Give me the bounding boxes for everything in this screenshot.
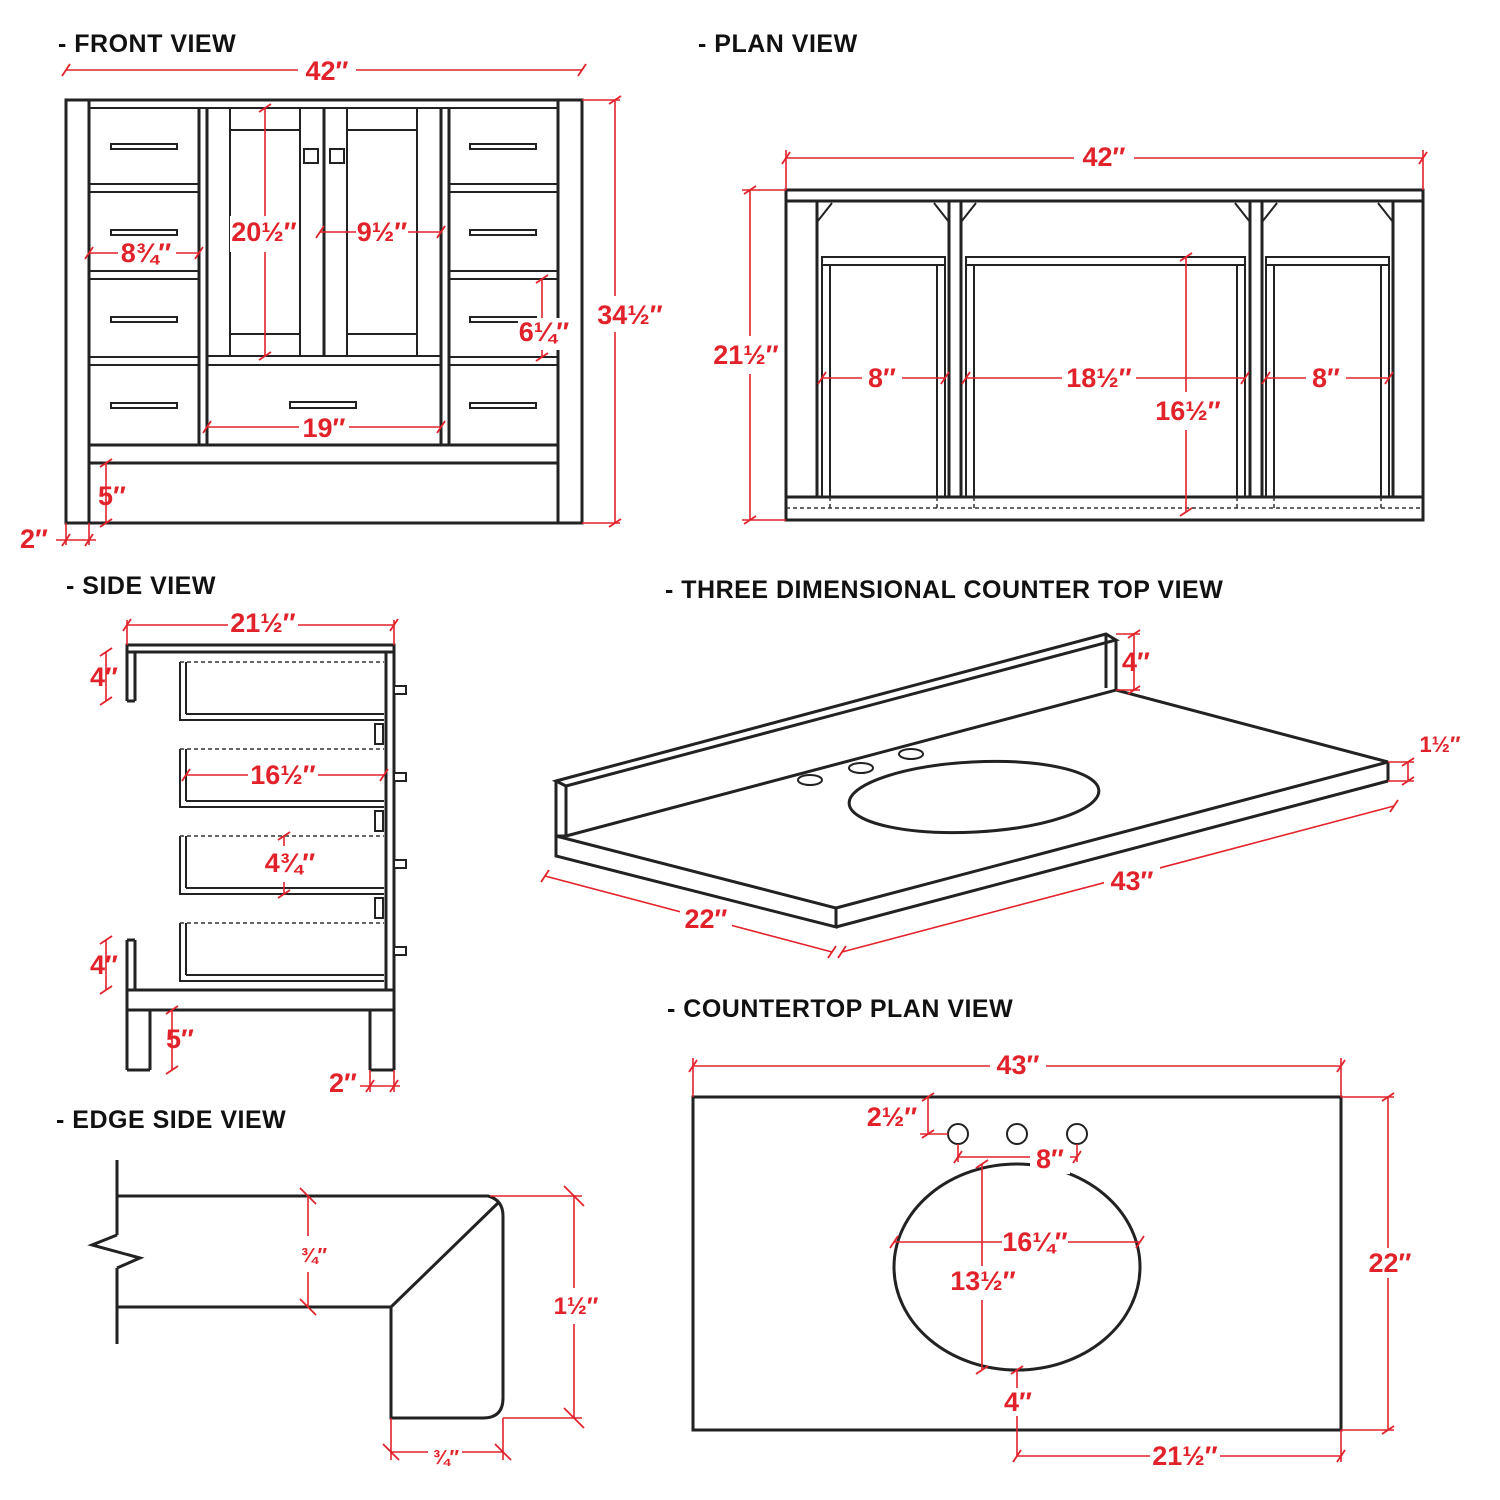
front-view-drawing	[64, 98, 584, 525]
faucet-spread-label: 8″	[1036, 1144, 1064, 1174]
front-view-dimensions	[56, 63, 622, 547]
three-d-view-title: - THREE DIMENSIONAL COUNTER TOP VIEW	[665, 576, 1223, 604]
edge-top-thickness-label: ¾″	[301, 1245, 328, 1267]
side-view-drawing	[125, 643, 407, 1072]
faucet-setback-label: 2½″	[867, 1102, 918, 1132]
edge-view-dimensions	[299, 1185, 585, 1461]
edge-height-label: 1½″	[554, 1293, 599, 1320]
plan-left-opening-label: 8″	[868, 363, 896, 393]
three-d-countertop-dimensions	[540, 629, 1415, 959]
plan-top-depth-label: 22″	[1369, 1248, 1412, 1278]
counter-thickness-label: 1½″	[1419, 732, 1461, 757]
plan-center-opening-label: 18½″	[1066, 363, 1132, 393]
plan-depth-label: 21½″	[713, 340, 779, 370]
front-view-title: - FRONT VIEW	[58, 30, 236, 58]
front-height-label: 34½″	[597, 300, 663, 330]
side-leg-width-label: 2″	[329, 1068, 357, 1098]
side-view-title: - SIDE VIEW	[66, 572, 216, 600]
bowl-depth-label: 13½″	[950, 1266, 1016, 1296]
edge-view-drawing	[87, 1160, 505, 1420]
countertop-plan-labels: 43″ 22″ 2½″ 8″ 16¼″ 13½″ 4″ 21½″	[867, 1050, 1416, 1474]
door-height-label: 20½″	[231, 217, 297, 247]
side-view-dimensions	[99, 618, 400, 1093]
drawer-width-label: 8¾″	[121, 238, 172, 268]
bowl-center-label: 21½″	[1152, 1441, 1218, 1471]
side-toe-kick-label: 5″	[166, 1024, 194, 1054]
front-toe-kick-label: 5″	[98, 481, 126, 511]
bottom-drawer-width-label: 19″	[303, 413, 346, 443]
edge-depth-label: ¾″	[433, 1447, 460, 1469]
plan-width-label: 42″	[1083, 142, 1126, 172]
door-width-label: 9½″	[357, 217, 408, 247]
three-d-countertop-labels: 4″ 1½″ 43″ 22″	[680, 647, 1461, 934]
plan-view-labels: 42″ 21½″ 8″ 18½″ 8″ 16½″	[712, 142, 1346, 430]
front-leg-width-label: 2″	[20, 524, 48, 554]
drawer-height-label: 6¼″	[519, 317, 570, 347]
plan-view-title: - PLAN VIEW	[698, 30, 858, 58]
plan-right-opening-label: 8″	[1312, 363, 1340, 393]
plan-center-depth-label: 16½″	[1155, 396, 1221, 426]
countertop-plan-title: - COUNTERTOP PLAN VIEW	[667, 995, 1013, 1023]
bowl-width-label: 16¼″	[1002, 1227, 1068, 1257]
front-width-label: 42″	[306, 56, 349, 86]
plan-view-dimensions	[742, 150, 1428, 525]
front-setback-label: 4″	[1004, 1387, 1032, 1417]
counter-length-label: 43″	[1111, 866, 1154, 896]
edge-view-labels: ¾″ 1½″ ¾″	[296, 1236, 599, 1474]
side-top-rail-label: 4″	[90, 662, 118, 692]
three-d-countertop-drawing	[551, 632, 1390, 929]
side-drawer-depth-label: 16½″	[250, 760, 316, 790]
edge-view-title: - EDGE SIDE VIEW	[56, 1106, 286, 1134]
counter-depth-label: 22″	[685, 904, 728, 934]
side-drawer-height-label: 4¾″	[265, 848, 316, 878]
front-view-labels: 42″ 34½″ 20½″ 9½″ 8¾″ 6¼″ 19″ 5″ 2″	[20, 56, 663, 554]
plan-view-drawing	[784, 188, 1425, 522]
side-depth-label: 21½″	[230, 608, 296, 638]
plan-top-length-label: 43″	[997, 1050, 1040, 1080]
side-view-labels: 21½″ 4″ 16½″ 4¾″ 4″ 5″ 2″	[90, 606, 357, 1098]
backsplash-height-label: 4″	[1122, 647, 1150, 677]
side-bottom-rail-label: 4″	[90, 950, 118, 980]
